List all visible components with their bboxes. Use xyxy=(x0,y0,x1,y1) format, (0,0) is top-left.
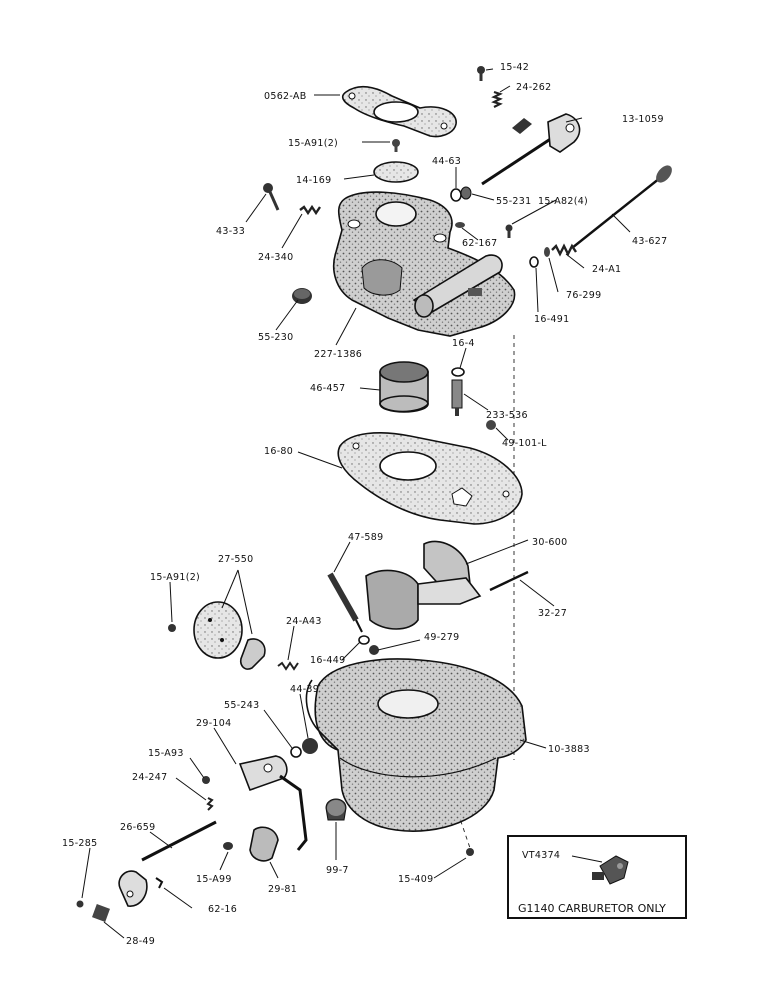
label-15-a93: 15-A93 xyxy=(148,748,184,759)
cap-55-230 xyxy=(292,288,312,304)
callout-note: G1140 CARBURETOR ONLY xyxy=(518,902,666,915)
label-24-262: 24-262 xyxy=(516,82,551,93)
screw-15-a99 xyxy=(223,842,233,850)
label-10-3883: 10-3883 xyxy=(548,744,590,755)
washer-44-63 xyxy=(450,188,462,202)
washer-16-491 xyxy=(529,256,539,268)
clip-62-16 xyxy=(155,877,164,889)
label-13-1059: 13-1059 xyxy=(622,114,664,125)
label-62-167: 62-167 xyxy=(462,238,497,249)
label-55-243: 55-243 xyxy=(224,700,259,711)
nozzle-233-536 xyxy=(451,379,463,416)
fitting-vt4374 xyxy=(592,855,629,885)
label-30-600: 30-600 xyxy=(532,537,567,548)
label-24-a43: 24-A43 xyxy=(286,616,322,627)
label-24-a1: 24-A1 xyxy=(592,264,621,275)
screw-43-33 xyxy=(263,183,280,211)
part-labels: 0562-AB 15-A91(2) 14-169 43-33 24-340 55… xyxy=(62,62,667,947)
label-76-299: 76-299 xyxy=(566,290,601,301)
label-29-81: 29-81 xyxy=(268,884,297,895)
label-55-231: 55-231 xyxy=(496,196,531,207)
label-15-a91-mid: 15-A91(2) xyxy=(150,572,200,583)
label-46-457: 46-457 xyxy=(310,383,345,394)
label-29-104: 29-104 xyxy=(196,718,231,729)
screw-15-409 xyxy=(466,848,474,856)
screw-15-a91-mid xyxy=(168,624,176,632)
label-49-101-l: 49-101-L xyxy=(502,438,547,449)
label-227-1386: 227-1386 xyxy=(314,349,362,360)
spring-24-247 xyxy=(206,797,214,811)
gasket-16-449 xyxy=(358,635,370,645)
label-15-a99: 15-A99 xyxy=(196,874,232,885)
screw-15-a91-top xyxy=(392,139,400,152)
label-44-63: 44-63 xyxy=(432,156,461,167)
label-15-409: 15-409 xyxy=(398,874,433,885)
gasket-16-4 xyxy=(451,367,465,377)
label-47-589: 47-589 xyxy=(348,532,383,543)
label-233-536: 233-536 xyxy=(486,410,528,421)
cap-55-231 xyxy=(460,186,472,200)
label-43-33: 43-33 xyxy=(216,226,245,237)
spring-24-340 xyxy=(299,204,321,216)
throttle-body-227-1386 xyxy=(332,191,516,337)
screw-15-a82 xyxy=(505,224,513,238)
label-62-16: 62-16 xyxy=(208,904,237,915)
spring-24-a1 xyxy=(551,243,577,257)
lever-29-104 xyxy=(238,755,308,851)
label-16-491: 16-491 xyxy=(534,314,569,325)
leader-lines xyxy=(81,68,631,939)
label-24-340: 24-340 xyxy=(258,252,293,263)
pin-32-27 xyxy=(489,570,529,592)
gasket-0562-ab xyxy=(341,85,457,138)
label-15-a82: 15-A82(4) xyxy=(538,196,588,207)
label-16-80: 16-80 xyxy=(264,446,293,457)
washer-76-299 xyxy=(544,247,550,257)
washer-55-243 xyxy=(290,746,302,758)
label-0562-ab: 0562-AB xyxy=(264,91,307,102)
nut-44-39 xyxy=(302,738,318,754)
drain-plug-99-7 xyxy=(325,798,347,821)
choke-plate-27-550 xyxy=(193,601,266,670)
gasket-16-80 xyxy=(337,432,523,525)
label-16-4: 16-4 xyxy=(452,338,475,349)
label-15-a91-top: 15-A91(2) xyxy=(288,138,338,149)
callout-part-label: VT4374 xyxy=(522,850,560,861)
spring-24-262 xyxy=(491,90,503,108)
needle-43-627 xyxy=(571,165,672,249)
label-32-27: 32-27 xyxy=(538,608,567,619)
seat-49-279 xyxy=(369,645,379,655)
screw-15-42 xyxy=(477,66,485,81)
bracket-29-81 xyxy=(249,826,279,862)
label-26-659: 26-659 xyxy=(120,822,155,833)
bowl-10-3883 xyxy=(305,658,527,832)
plate-14-169 xyxy=(373,161,419,183)
label-14-169: 14-169 xyxy=(296,175,331,186)
needle-valve-47-589 xyxy=(327,572,363,633)
screw-15-285 xyxy=(76,900,84,908)
callout-box: VT4374 G1140 CARBURETOR ONLY xyxy=(507,835,687,919)
label-99-7: 99-7 xyxy=(326,865,349,876)
label-27-550: 27-550 xyxy=(218,554,253,565)
label-24-247: 24-247 xyxy=(132,772,167,783)
throttle-shaft-13-1059 xyxy=(481,113,581,186)
nut-28-49 xyxy=(92,904,110,922)
label-43-627: 43-627 xyxy=(632,236,667,247)
label-44-39: 44-39 xyxy=(290,684,319,695)
venturi-46-457 xyxy=(379,361,429,413)
label-28-49: 28-49 xyxy=(126,936,155,947)
throttle-rod-26-659 xyxy=(118,820,217,907)
screw-62-167 xyxy=(455,222,465,228)
spring-24-a43 xyxy=(277,661,299,671)
label-49-279: 49-279 xyxy=(424,632,459,643)
label-55-230: 55-230 xyxy=(258,332,293,343)
plug-49-101-l xyxy=(486,420,496,430)
label-16-449: 16-449 xyxy=(310,655,345,666)
float-30-600 xyxy=(365,540,482,630)
label-15-285: 15-285 xyxy=(62,838,97,849)
label-15-42: 15-42 xyxy=(500,62,529,73)
